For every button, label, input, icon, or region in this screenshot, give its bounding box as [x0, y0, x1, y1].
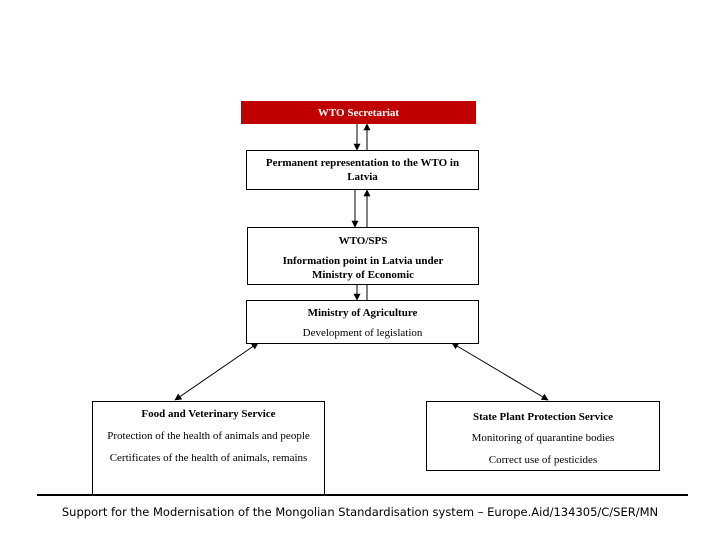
wto-secretariat-label: WTO Secretariat	[317, 107, 400, 119]
plant-protection-box: State Plant Protection Service Monitorin…	[426, 401, 660, 471]
ministry-agriculture-box: Ministry of Agriculture Development of l…	[246, 300, 479, 344]
footer-divider	[37, 494, 688, 496]
arrow-ministry-food	[174, 342, 259, 401]
wto-sps-box: WTO/SPS Information point in Latvia unde…	[247, 227, 479, 285]
food-vet-item-1: Protection of the health of animals and …	[107, 430, 310, 442]
plant-item-2: Correct use of pesticides	[488, 454, 598, 466]
ministry-text: Development of legislation	[302, 327, 423, 339]
food-vet-title: Food and Veterinary Service	[141, 408, 276, 420]
footer-text: Support for the Modernisation of the Mon…	[61, 505, 659, 519]
plant-title: State Plant Protection Service	[472, 411, 613, 423]
wto-sps-title: WTO/SPS	[338, 235, 388, 247]
food-vet-item-2: Certificates of the health of animals, r…	[109, 452, 308, 464]
ministry-title: Ministry of Agriculture	[307, 307, 418, 319]
arrow-ministry-plant	[451, 342, 549, 401]
food-veterinary-box: Food and Veterinary Service Protection o…	[92, 401, 325, 495]
permanent-representation-label: Permanent representation to the WTO in L…	[265, 157, 460, 183]
plant-item-1: Monitoring of quarantine bodies	[471, 432, 615, 444]
wto-secretariat-box: WTO Secretariat	[241, 101, 476, 124]
wto-sps-info: Information point in Latvia under Minist…	[282, 255, 444, 281]
permanent-representation-box: Permanent representation to the WTO in L…	[246, 150, 479, 190]
